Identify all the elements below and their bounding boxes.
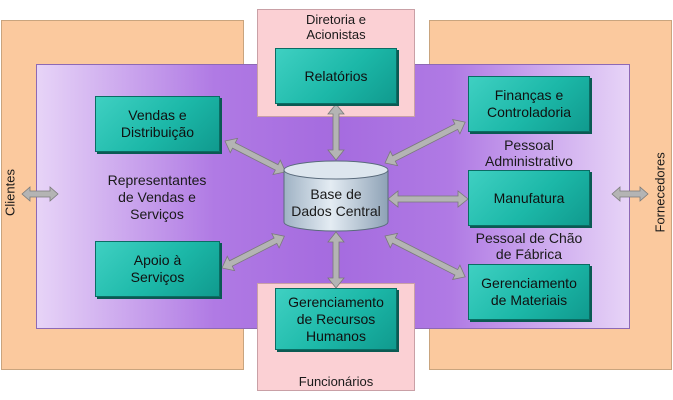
- arrow-financas: [384, 118, 466, 167]
- diretoria-label: Diretoria e Acionistas: [306, 12, 366, 42]
- arrow-materiais: [384, 232, 466, 281]
- funcionarios-label: Funcionários: [298, 374, 374, 389]
- arrow-apoio: [221, 233, 285, 272]
- pessoal-chao-label: Pessoal de Chão de Fábrica: [475, 230, 583, 262]
- arrow-vendas: [224, 137, 287, 176]
- database-label: Base de Dados Central: [291, 186, 381, 219]
- pessoal-admin-label: Pessoal Administrativo: [485, 137, 573, 169]
- arrow-fornecedores: [611, 186, 649, 202]
- arrow-rh: [327, 231, 345, 289]
- manufatura-box: Manufatura: [468, 170, 590, 226]
- financas-box: Finanças e Controladoria: [468, 76, 590, 132]
- arrow-relatorios: [327, 103, 345, 161]
- vendas-box: Vendas e Distribuição: [95, 96, 220, 152]
- arrow-manufatura: [387, 190, 469, 208]
- materiais-box: Gerenciamento de Materiais: [468, 264, 590, 320]
- arrow-clientes: [21, 186, 59, 202]
- relatorios-box: Relatórios: [275, 48, 397, 104]
- representantes-label: Representantes de Vendas e Serviços: [107, 172, 207, 222]
- rh-box: Gerenciamento de Recursos Humanos: [275, 288, 397, 350]
- apoio-box: Apoio à Serviços: [95, 241, 220, 297]
